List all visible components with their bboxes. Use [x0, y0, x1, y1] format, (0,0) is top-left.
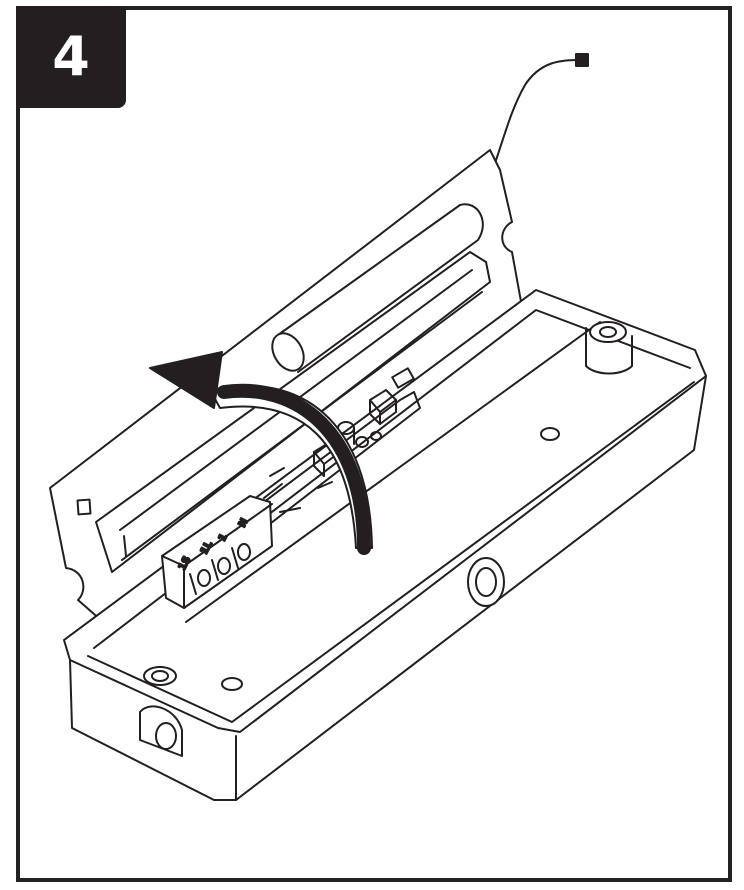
- terminal-screw-2: [217, 557, 231, 575]
- mounting-posts: [143, 321, 633, 686]
- step-badge: 4: [16, 6, 126, 108]
- housing-box: [63, 289, 707, 801]
- terminal-screw-1: [197, 569, 211, 587]
- battery: [271, 203, 484, 373]
- terminal-block: 1S 1L 1 N: [161, 495, 273, 609]
- lid-slot: [76, 498, 92, 516]
- step-number: 4: [52, 25, 90, 88]
- knockouts: [139, 427, 560, 757]
- cable-connector-icon: [575, 53, 589, 67]
- terminal-screw-3: [237, 543, 251, 561]
- curved-arrow-open-icon: [149, 351, 373, 555]
